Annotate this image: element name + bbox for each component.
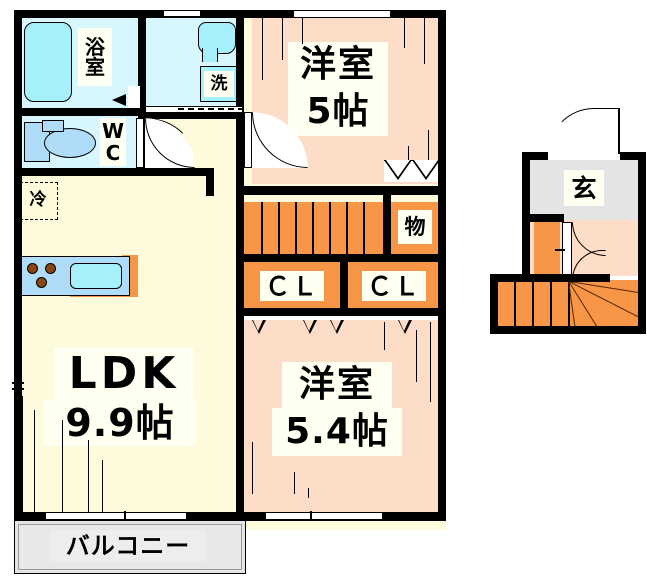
bedroom-south-size: 5.4帖 [272, 408, 402, 456]
balcony-sliding-door[interactable] [46, 512, 186, 520]
bathroom-door-arrow-icon [112, 94, 126, 106]
balcony-label: バルコニー [50, 530, 206, 562]
bedroom-north-door-panel[interactable] [244, 112, 252, 168]
closet-door-fold-1-inner [386, 160, 410, 177]
bedroom-south-name: 洋室 [282, 362, 392, 408]
bedroom-south-window-mark [310, 511, 312, 521]
edge-tick [404, 18, 406, 48]
entrance-front-door-panel[interactable] [548, 152, 620, 160]
partition-closet-bottom [236, 308, 446, 316]
edge-tick [302, 18, 304, 44]
exterior-wall-left [14, 10, 22, 520]
closet-fold-tri-in [331, 320, 342, 331]
balcony-door-center-mark [124, 511, 126, 521]
edge-tick [294, 472, 296, 494]
interior-staircase [244, 202, 384, 254]
partition-storage-top [383, 186, 446, 195]
edge-tick [252, 442, 254, 494]
stair-step-divider [261, 202, 263, 254]
edge-tick [102, 460, 104, 516]
bathtub [24, 22, 72, 102]
entrance-stair-divider [568, 280, 570, 330]
storage-label: 物 [398, 210, 432, 244]
stove-burner-1 [27, 263, 38, 274]
stove-burner-2 [45, 263, 56, 274]
edge-tick [262, 18, 264, 80]
kitchen-sink [70, 263, 122, 289]
partition-center-vertical-lower [236, 188, 244, 520]
partition-bath-wash [138, 10, 146, 108]
ldk-size: 9.9帖 [44, 400, 196, 446]
toilet-label: W C [100, 118, 126, 166]
stair-step-divider [278, 202, 280, 254]
partition-toilet-bottom [14, 168, 146, 176]
entrance-stair-wall-top [490, 274, 610, 282]
entrance-wall-right [638, 152, 646, 334]
entrance-stair-wall-left [490, 274, 498, 334]
exterior-wall-right [438, 10, 446, 520]
bedroom-south-window[interactable] [266, 512, 382, 520]
edge-tick [428, 130, 430, 176]
partition-washroom-bottom [146, 112, 242, 119]
partition-closets [340, 262, 348, 310]
stair-step-divider [363, 202, 365, 254]
closet-fold-tri-in [399, 320, 410, 331]
partition-stair-bottom [236, 254, 446, 262]
entrance-label: 玄 [564, 170, 604, 206]
edge-tick [22, 396, 24, 516]
entrance-wall-left [522, 152, 530, 280]
entrance-door-handle-mark [555, 249, 565, 251]
hall-step-wall-h [138, 168, 214, 176]
washroom-window[interactable] [164, 10, 200, 17]
washroom-door-dashes [178, 108, 242, 110]
toilet-bowl [44, 128, 96, 158]
washbasin-neck [202, 48, 218, 62]
entrance-stair-divider [514, 280, 516, 330]
washing-machine-label: 洗 [204, 71, 234, 97]
partition-bath-bottom [14, 108, 146, 116]
partition-center-vertical [236, 10, 244, 188]
bathroom-sliding-door[interactable] [128, 86, 140, 108]
toilet-lid [42, 120, 64, 132]
edge-tick [384, 322, 386, 350]
closet-fold-tri-in [253, 320, 264, 331]
entrance-front-door-arc [548, 108, 620, 154]
edge-tick [88, 440, 90, 516]
closet-door-fold-2-inner [414, 160, 438, 177]
entrance-stair-wall-bottom [490, 326, 646, 334]
partition-bedroom-north-bottom [236, 186, 446, 195]
edge-tick [282, 18, 284, 60]
entrance-inner-wall [528, 214, 564, 222]
edge-tick [308, 488, 310, 498]
edge-tick [424, 18, 426, 64]
edge-tick [416, 330, 418, 382]
stove-burner-3 [36, 277, 47, 288]
bedroom-north-name: 洋室 [288, 42, 388, 88]
closet-left-label: ＣＬ [260, 271, 324, 301]
partition-stair-storage [383, 195, 391, 255]
bathroom-label: 浴 室 [78, 28, 112, 86]
refrigerator-label: 冷 [29, 189, 47, 210]
bedroom-north-window[interactable] [294, 10, 390, 18]
stair-step-divider [295, 202, 297, 254]
stair-step-divider [312, 202, 314, 254]
edge-tick [62, 420, 64, 516]
ldk-west-window-2[interactable] [12, 388, 24, 390]
toilet-door-panel[interactable] [136, 118, 144, 168]
ldk-west-window[interactable] [12, 382, 24, 384]
ldk-bottom-wall [14, 512, 446, 521]
closet-right-label: ＣＬ [362, 271, 426, 301]
ldk-name: LDK [54, 348, 194, 400]
hall-step-wall-v [206, 168, 214, 196]
stair-step-divider [329, 202, 331, 254]
entrance-wall-left-lower [522, 220, 530, 276]
entrance-stair-divider [550, 280, 552, 330]
entrance-stair-divider [532, 280, 534, 330]
exterior-wall-top [14, 10, 446, 18]
edge-tick [430, 322, 432, 402]
stair-step-divider [346, 202, 348, 254]
closet-fold-tri-in [304, 320, 315, 331]
edge-tick [34, 410, 36, 516]
